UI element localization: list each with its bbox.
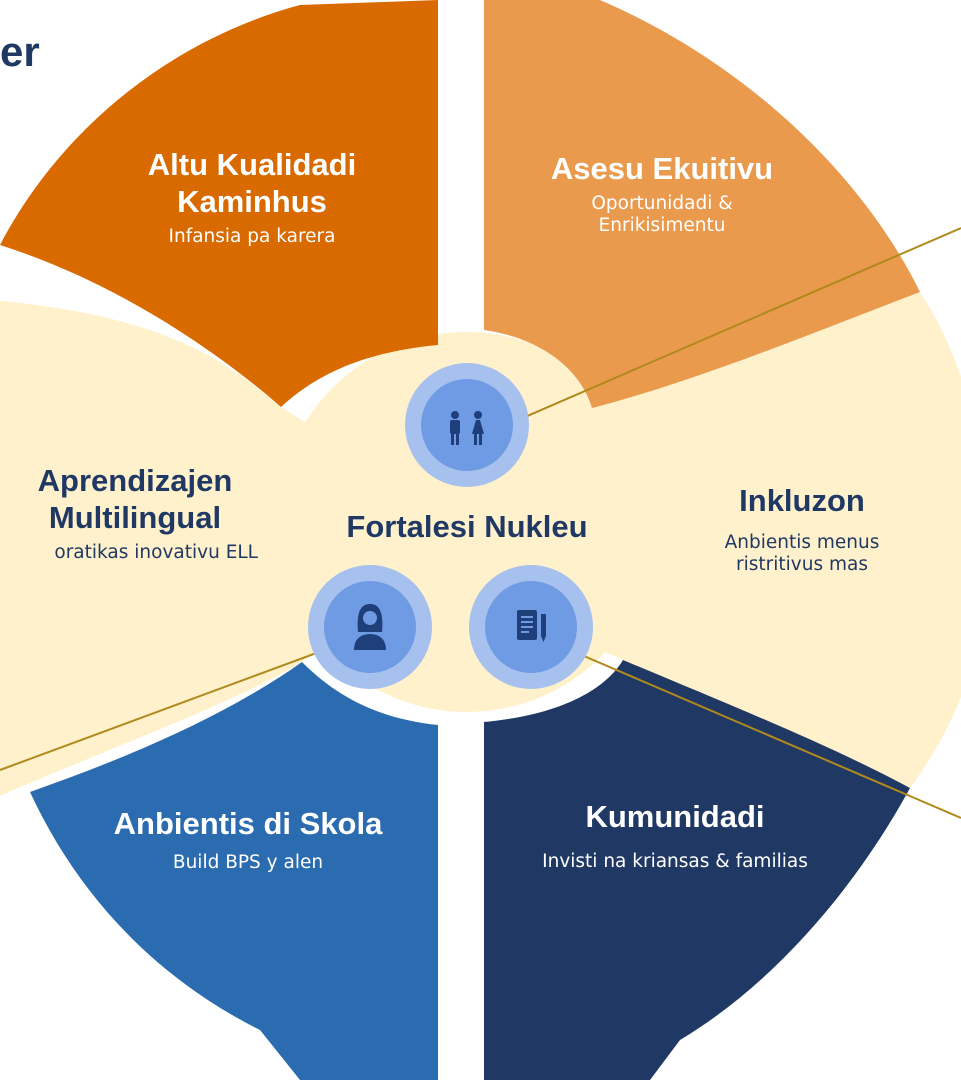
connector-line-top xyxy=(494,227,961,431)
center-label: Fortalesi Nukleu xyxy=(346,509,588,544)
connector-line-right xyxy=(569,649,961,819)
segment-altu-title-line2: Kaminhus xyxy=(177,184,327,220)
segment-inkluzon-subtitle-line2: ristritivus mas xyxy=(736,554,868,576)
segment-altu-kualidadi xyxy=(0,0,438,407)
segment-inkluzon-title: Inkluzon xyxy=(739,483,865,518)
segment-inkluzon-subtitle: Anbientis menus ristritivus mas xyxy=(682,532,922,576)
segment-aprendizajen-subtitle: oratikas inovativu ELL xyxy=(54,542,258,563)
document-pencil-icon xyxy=(469,565,593,689)
teacher-icon xyxy=(308,565,432,689)
segment-anbientis-subtitle: Build BPS y alen xyxy=(172,852,324,873)
segment-anbientis-di-skola xyxy=(30,662,438,1080)
segment-aprendizajen-title-line1: Aprendizajen xyxy=(37,463,233,498)
segment-anbientis-title: Anbientis di Skola xyxy=(113,806,383,841)
segment-aprendizajen-title: Aprendizajen Multilingual xyxy=(0,462,270,536)
children-icon xyxy=(405,363,529,487)
segment-asesu-ekuitivu xyxy=(484,0,920,408)
segment-kumunidadi xyxy=(484,660,910,1080)
segment-aprendizajen-bg xyxy=(0,300,467,796)
segment-kumunidadi-subtitle: Invisti na kriansas & familias xyxy=(542,851,808,872)
segment-asesu-subtitle: Oportunidadi & Enrikisimentu xyxy=(512,193,812,237)
segment-kumunidadi-title: Kumunidadi xyxy=(585,799,765,834)
segment-asesu-subtitle-line2: Enrikisimentu xyxy=(598,215,726,237)
corner-title-fragment: er xyxy=(0,28,40,75)
segment-aprendizajen-title-line2: Multilingual xyxy=(48,500,222,536)
segment-altu-title: Altu Kualidadi Kaminhus xyxy=(102,146,402,220)
connector-line-left xyxy=(0,647,331,771)
segment-altu-subtitle: Infansia pa karera xyxy=(168,226,336,247)
segment-asesu-subtitle-line1: Oportunidadi & xyxy=(591,193,733,214)
segment-inkluzon-subtitle-line1: Anbientis menus xyxy=(724,532,880,553)
segment-asesu-title: Asesu Ekuitivu xyxy=(550,151,774,186)
segment-altu-title-line1: Altu Kualidadi xyxy=(147,147,357,182)
